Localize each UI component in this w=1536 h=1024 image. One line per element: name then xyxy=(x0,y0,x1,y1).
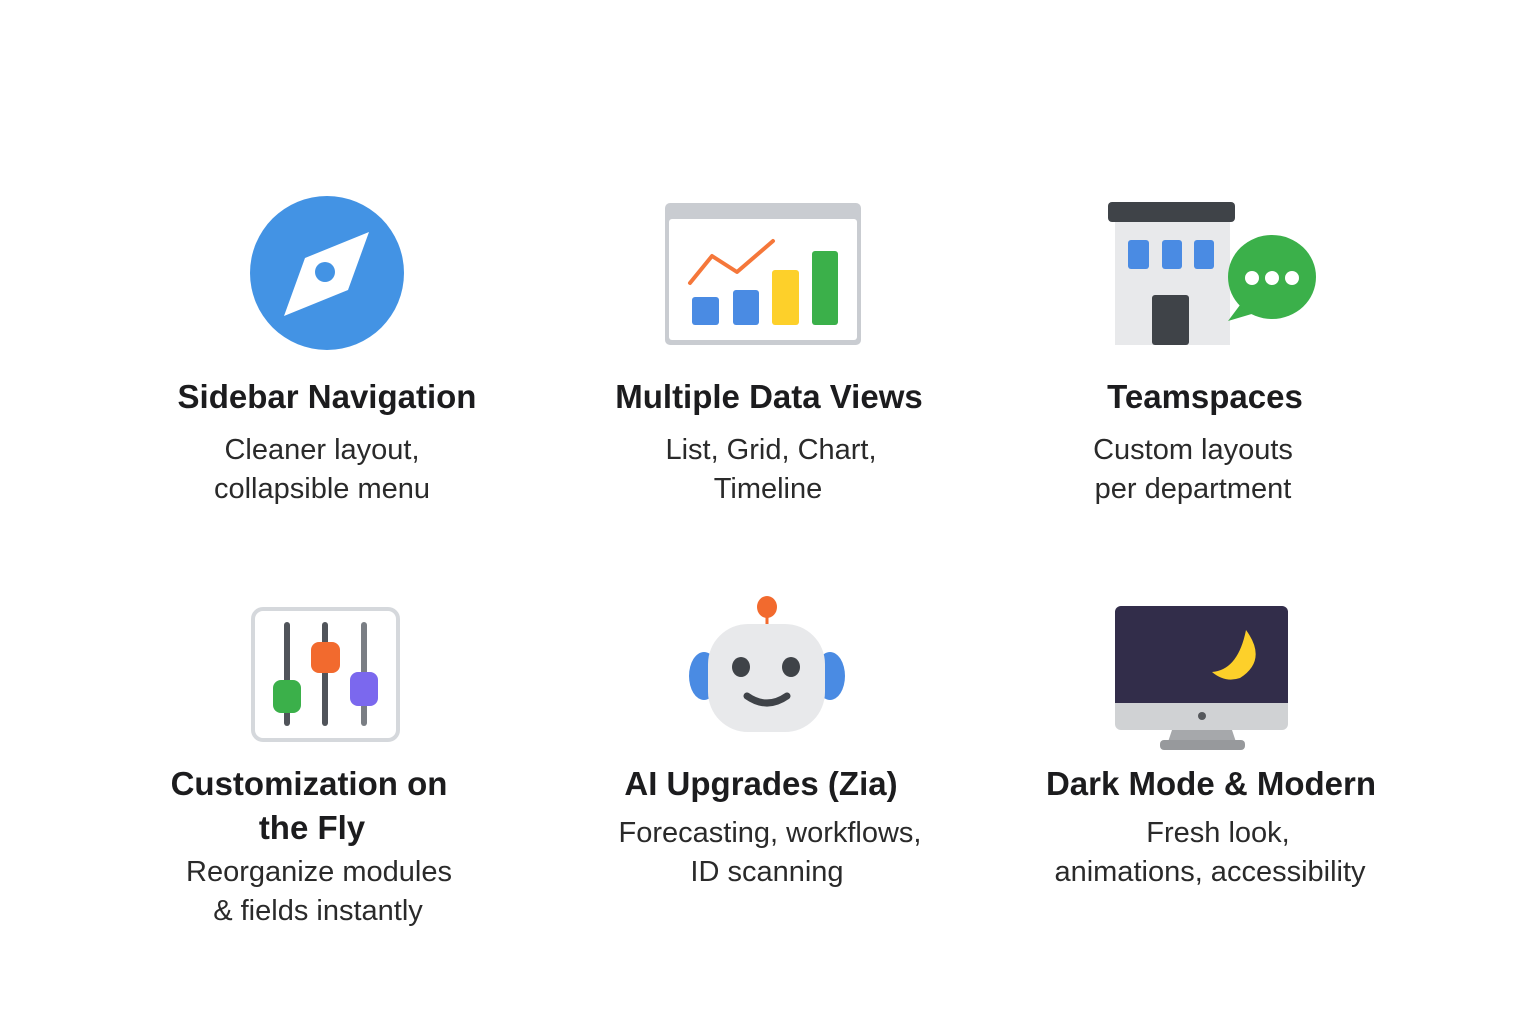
sliders-icon xyxy=(251,607,400,742)
feature-title-multiple-data-views: Multiple Data Views xyxy=(615,378,923,415)
feature-desc-line: Timeline xyxy=(713,473,823,505)
feature-title-sidebar-navigation: Sidebar Navigation xyxy=(177,378,477,415)
feature-desc-line: Fresh look, xyxy=(1146,817,1290,849)
feature-title-customization-line2: the Fly xyxy=(258,809,366,846)
feature-desc-line: per department xyxy=(1094,473,1292,505)
dark-monitor-icon xyxy=(1115,606,1288,750)
feature-desc-line: Cleaner layout, xyxy=(224,434,420,466)
feature-desc-line: ID scanning xyxy=(690,856,844,888)
feature-desc-line: Reorganize modules xyxy=(186,856,452,888)
feature-title-customization: Customization on xyxy=(170,765,448,802)
chart-window-icon xyxy=(665,203,861,345)
feature-title-dark-mode: Dark Mode & Modern xyxy=(1045,765,1377,802)
building-chat-icon xyxy=(1108,202,1316,345)
feature-title-ai-upgrades: AI Upgrades (Zia) xyxy=(624,765,898,802)
feature-desc-line: Custom layouts xyxy=(1093,434,1293,466)
feature-desc-line: List, Grid, Chart, xyxy=(665,434,877,466)
feature-desc-line: collapsible menu xyxy=(213,473,430,505)
feature-desc-line: animations, accessibility xyxy=(1054,856,1366,888)
feature-desc-line: & fields instantly xyxy=(213,895,423,927)
robot-icon xyxy=(689,596,845,732)
feature-title-teamspaces: Teamspaces xyxy=(1107,378,1303,415)
feature-desc-line: Forecasting, workflows, xyxy=(618,817,922,849)
compass-icon xyxy=(250,196,404,350)
